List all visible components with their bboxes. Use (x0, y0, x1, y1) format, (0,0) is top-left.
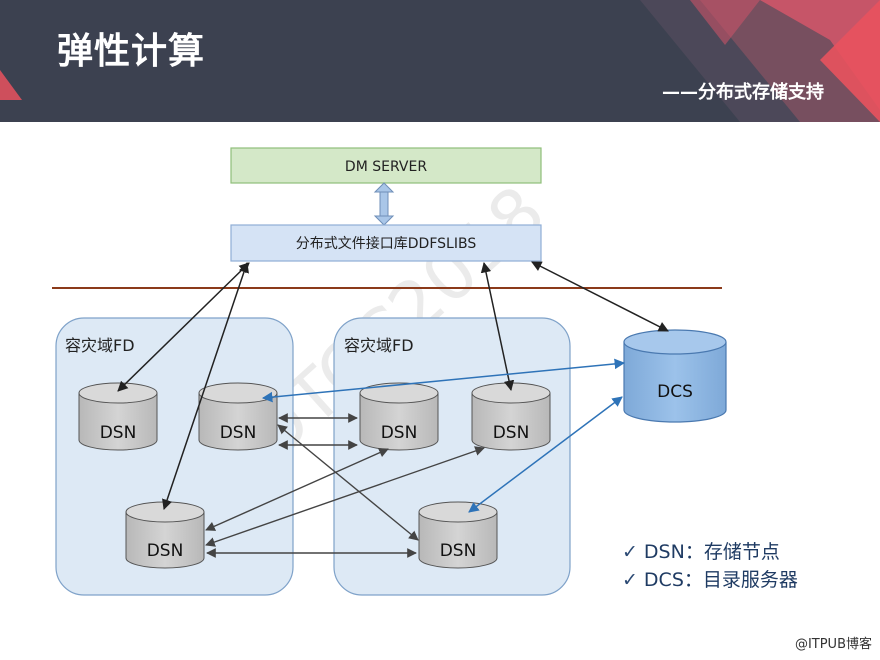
dsn-label-3: DSN (147, 541, 184, 561)
slide-title: 弹性计算 (57, 31, 206, 72)
architecture-diagram: DTCC2018 DM SERVER 分布式文件接口库DDFSLIBS 容灾域F… (52, 147, 727, 596)
dm-server-box: DM SERVER (230, 147, 542, 184)
dsn-node-1: DSN (78, 382, 158, 451)
zone-label-1: 容灾域FD (65, 336, 135, 355)
header-banner: 弹性计算 ——分布式存储支持 (0, 0, 880, 122)
source-credit: @ITPUB博客 (794, 637, 872, 652)
link-lib-dsn3 (162, 262, 249, 510)
ddfslibs-box: 分布式文件接口库DDFSLIBS (230, 224, 542, 262)
legend-text-dsn: DSN：存储节点 (643, 541, 780, 563)
banner-decoration (0, 0, 880, 122)
legend-item-dsn: ✓DSN：存储节点 (622, 538, 798, 566)
dsn-node-6: DSN (418, 501, 498, 569)
dsn-label-6: DSN (440, 541, 477, 561)
dsn-label-1: DSN (100, 423, 137, 443)
dsn-node-5: DSN (471, 382, 551, 451)
dsn-node-3: DSN (125, 501, 205, 569)
legend-text-dcs: DCS：目录服务器 (643, 569, 798, 591)
dsn-node-4: DSN (359, 382, 439, 451)
dcs-node: DCS (623, 329, 727, 423)
dcs-label: DCS (657, 382, 693, 402)
dsn-label-5: DSN (493, 423, 530, 443)
link-lib-dcs (531, 261, 669, 332)
legend-item-dcs: ✓DCS：目录服务器 (622, 566, 798, 594)
link-dcs-dsn6 (468, 396, 623, 513)
slide-subtitle: ——分布式存储支持 (662, 82, 824, 103)
link-dcs-dsn2 (261, 358, 626, 403)
dsn-node-2: DSN (198, 382, 278, 451)
link-dsn3-dsn5 (205, 446, 485, 547)
zone-label-2: 容灾域FD (344, 336, 414, 355)
ddfslibs-label: 分布式文件接口库DDFSLIBS (296, 235, 477, 252)
dm-server-label: DM SERVER (345, 159, 427, 175)
check-icon: ✓ (622, 541, 638, 563)
legend: ✓DSN：存储节点 ✓DCS：目录服务器 (622, 538, 798, 594)
dsn-label-4: DSN (381, 423, 418, 443)
dsn-label-2: DSN (220, 423, 257, 443)
check-icon: ✓ (622, 569, 638, 591)
server-lib-connector (373, 182, 395, 226)
